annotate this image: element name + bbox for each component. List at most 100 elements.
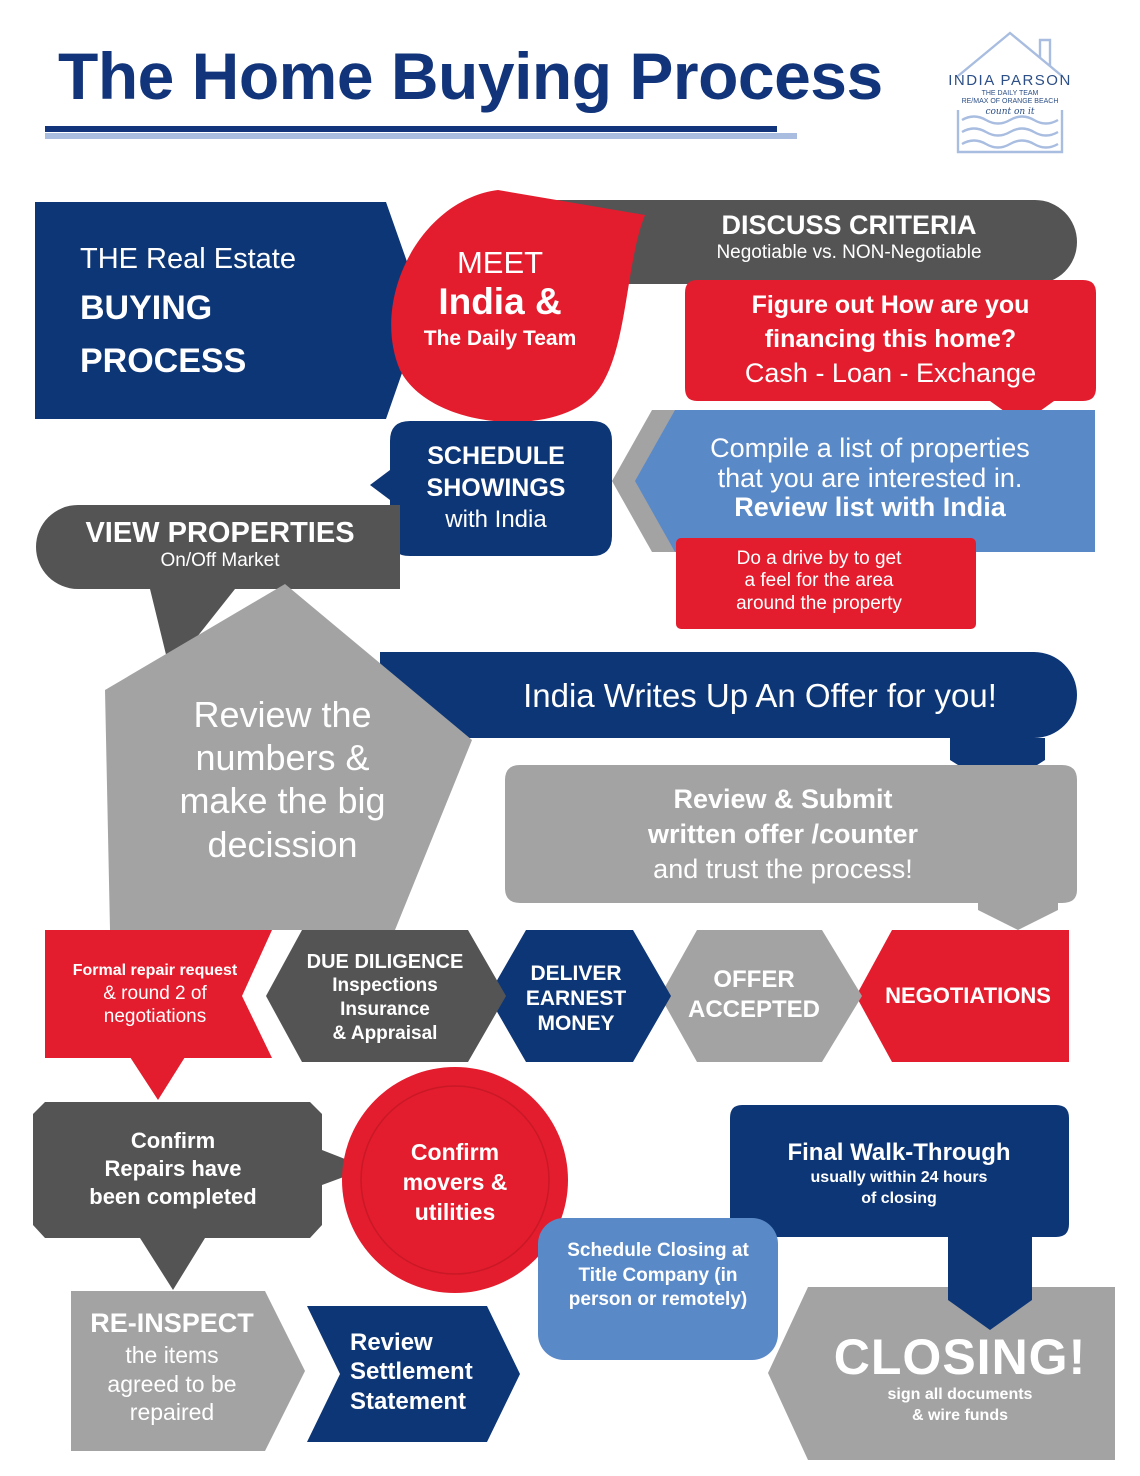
financing-text: Figure out How are you financing this ho… <box>685 287 1096 391</box>
view-title: VIEW PROPERTIES <box>85 517 355 549</box>
repair-request-pointer <box>130 1057 185 1100</box>
logo-script: count on it <box>985 107 1035 117</box>
earnest-money-text: DELIVER EARNEST MONEY <box>506 961 646 1037</box>
reinspect-shape <box>71 1291 305 1451</box>
intro-line2: BUYING <box>80 289 213 328</box>
submit-shape <box>505 765 1077 930</box>
negotiations-text: NEGOTIATIONS <box>885 983 1051 1008</box>
schedule-showings-text: SCHEDULE SHOWINGS with India <box>390 440 602 535</box>
compile-line1: Compile a list of properties <box>710 433 1030 463</box>
earnest-line3: MONEY <box>537 1012 615 1036</box>
diligence-line1: DUE DILIGENCE <box>306 951 464 973</box>
walkthrough-shape <box>730 1105 1069 1330</box>
intro-line1: THE Real Estate <box>80 243 296 275</box>
diligence-line3: Insurance <box>340 999 430 1021</box>
repair-line2: & round 2 of <box>103 982 207 1004</box>
schedule-line2: SHOWINGS <box>426 474 566 502</box>
drive-by-line2: a feel for the area <box>744 570 894 592</box>
movers-line1: Confirm <box>410 1139 500 1165</box>
due-diligence-shape <box>266 930 506 1062</box>
earnest-line2: EARNEST <box>525 987 627 1011</box>
discuss-subtitle: Negotiable vs. NON-Negotiable <box>716 241 982 263</box>
meet-line2: India & <box>438 281 562 323</box>
accepted-line1: OFFER <box>713 966 795 993</box>
walkthrough-text: Final Walk-Through usually within 24 hou… <box>740 1139 1058 1209</box>
settlement-line3: Statement <box>350 1387 467 1415</box>
reinspect-line3: repaired <box>129 1399 215 1426</box>
offer-text: India Writes Up An Offer for you! <box>523 677 997 714</box>
view-properties-shape <box>36 505 400 671</box>
reinspect-line1: the items <box>125 1341 219 1368</box>
walkthrough-title: Final Walk-Through <box>787 1139 1011 1166</box>
schedule-closing-line2: Title Company (in <box>578 1264 738 1286</box>
schedule-closing-shape <box>538 1218 778 1360</box>
intro-text: THE Real Estate BUYING PROCESS <box>80 236 296 388</box>
confirm-repairs-line1: Confirm <box>130 1128 216 1153</box>
accepted-line2: ACCEPTED <box>687 996 820 1023</box>
discuss-criteria-shape <box>520 200 1077 284</box>
confirm-movers-ring <box>360 1085 550 1275</box>
confirm-repairs-text: Confirm Repairs have been completed <box>38 1127 308 1211</box>
repair-line1: Formal repair request <box>72 962 238 979</box>
submit-line2: written offer /counter <box>647 819 918 850</box>
earnest-money-shape <box>488 930 671 1062</box>
closing-text: CLOSING! sign all documents & wire funds <box>812 1330 1108 1427</box>
submit-line1: Review & Submit <box>673 784 893 814</box>
settlement-shape <box>307 1306 520 1442</box>
view-properties-text: VIEW PROPERTIES On/Off Market <box>45 516 395 573</box>
reinspect-line2: agreed to be <box>107 1370 237 1397</box>
closing-line2: & wire funds <box>911 1406 1008 1424</box>
diligence-line2: Inspections <box>332 975 438 997</box>
drive-by-shape <box>676 538 976 629</box>
review-numbers-shape <box>105 584 472 930</box>
drive-by-text: Do a drive by to get a feel for the area… <box>676 548 962 615</box>
schedule-closing-line1: Schedule Closing at <box>567 1240 749 1261</box>
financing-shape <box>685 280 1096 424</box>
intro-arrow-shape <box>35 202 424 419</box>
logo-line2: RE/MAX OF ORANGE BEACH <box>961 98 1059 105</box>
logo-line1: THE DAILY TEAM <box>981 90 1039 97</box>
schedule-closing-line3: person or remotely) <box>568 1289 748 1311</box>
settlement-line1: Review <box>350 1329 433 1356</box>
view-subtitle: On/Off Market <box>160 550 280 572</box>
intro-line3: PROCESS <box>80 342 247 381</box>
reinspect-text: RE-INSPECT the items agreed to be repair… <box>74 1307 270 1427</box>
schedule-line1: SCHEDULE <box>427 442 565 470</box>
walkthrough-pointer-over-closing <box>948 1287 1032 1330</box>
review-numbers-text: Review the numbers & make the big deciss… <box>150 693 415 866</box>
submit-line3: and trust the process! <box>653 854 913 885</box>
confirm-movers-shape <box>342 1067 568 1293</box>
due-diligence-text: DUE DILIGENCE Inspections Insurance & Ap… <box>292 950 478 1046</box>
title-underline-dark <box>45 126 777 132</box>
drive-by-line3: around the property <box>736 592 902 614</box>
earnest-line1: DELIVER <box>530 962 622 985</box>
confirm-repairs-shape <box>33 1102 368 1290</box>
logo-name: INDIA PARSON <box>948 72 1072 89</box>
compile-text: Compile a list of properties that you ar… <box>660 433 1080 523</box>
offer-shape <box>380 652 1077 790</box>
financing-line1: Figure out How are you <box>751 291 1030 319</box>
meet-line3: The Daily Team <box>423 326 577 350</box>
confirm-repairs-line3: been completed <box>89 1184 257 1210</box>
diligence-line4: & Appraisal <box>332 1022 438 1044</box>
review-numbers-line4: decission <box>207 823 358 865</box>
title-underline-light <box>45 133 797 139</box>
drive-by-line1: Do a drive by to get <box>736 548 902 569</box>
movers-line3: utilities <box>414 1198 496 1225</box>
reinspect-title: RE-INSPECT <box>90 1308 254 1338</box>
walkthrough-line2: of closing <box>861 1189 937 1207</box>
schedule-showings-shape <box>370 421 612 556</box>
compile-line2: that you are interested in. <box>717 462 1023 493</box>
settlement-line2: Settlement <box>350 1358 473 1386</box>
movers-line2: movers & <box>402 1168 508 1195</box>
discuss-title: DISCUSS CRITERIA <box>721 210 977 240</box>
review-numbers-line2: numbers & <box>195 737 370 779</box>
confirm-repairs-line2: Repairs have <box>104 1156 242 1182</box>
offer-accepted-text: OFFER ACCEPTED <box>676 965 832 1025</box>
meet-text: MEET India & The Daily Team <box>400 244 600 353</box>
closing-shape <box>768 1287 1115 1460</box>
confirm-movers-text: Confirm movers & utilities <box>365 1138 545 1228</box>
negotiations-shape <box>856 930 1069 1062</box>
repair-request-shape <box>45 930 272 1058</box>
